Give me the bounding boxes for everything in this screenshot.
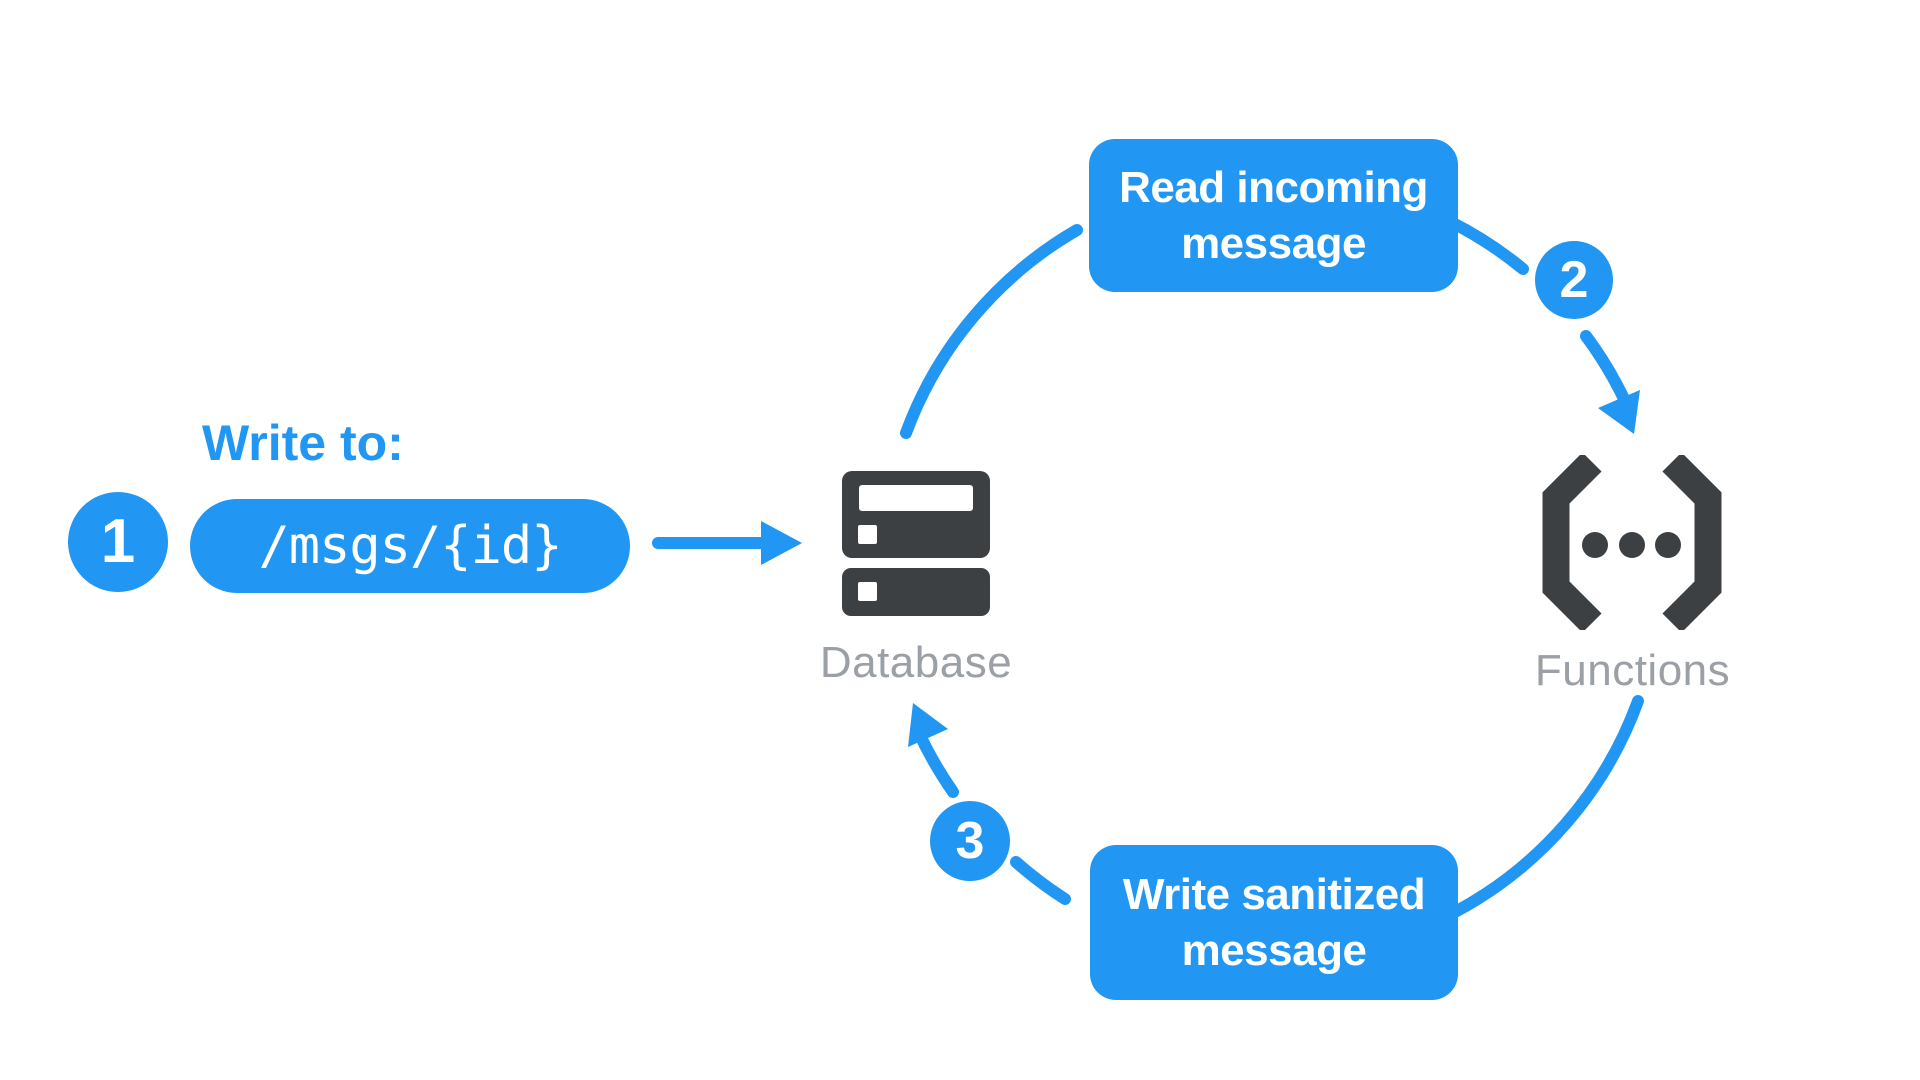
step-2-number: 2 xyxy=(1559,251,1589,309)
database-server-icon xyxy=(842,471,990,616)
read-incoming-message-box: Read incoming message xyxy=(1089,139,1458,292)
step-1-badge: 1 xyxy=(68,492,168,592)
arrowhead-to-database-right-icon xyxy=(761,521,802,565)
cloud-functions-icon xyxy=(1542,455,1722,630)
step-3-badge: 3 xyxy=(930,801,1010,881)
arrowhead-down-to-functions-icon xyxy=(1598,390,1640,434)
database-label: Database xyxy=(819,638,1013,687)
write-box-line2: message xyxy=(1181,925,1367,975)
write-to-label: Write to: xyxy=(202,415,404,471)
step-3-number: 3 xyxy=(955,812,985,870)
arc-step2-to-functions xyxy=(1580,330,1632,409)
write-box-line1: Write sanitized xyxy=(1122,869,1426,919)
read-box-line2: message xyxy=(1181,218,1366,268)
database-path-pill: /msgs/{id} xyxy=(190,499,630,593)
arc-functions-to-write-box xyxy=(1449,695,1644,918)
database-path-text: /msgs/{id} xyxy=(258,516,562,576)
write-sanitized-message-box: Write sanitized message xyxy=(1090,845,1458,1000)
arc-step3-to-database xyxy=(913,727,959,798)
arc-read-box-to-step2 xyxy=(1443,215,1529,275)
arc-database-to-read-box xyxy=(900,224,1083,439)
step-2-badge: 2 xyxy=(1535,241,1613,319)
database-node: Database xyxy=(820,471,1012,688)
arrowhead-up-to-database-icon xyxy=(908,703,948,747)
step-1-number: 1 xyxy=(100,507,136,576)
functions-label: Functions xyxy=(1534,646,1731,695)
arc-write-box-to-step3 xyxy=(1010,856,1071,905)
functions-node: Functions xyxy=(1535,455,1730,696)
read-box-line1: Read incoming xyxy=(1119,162,1428,212)
